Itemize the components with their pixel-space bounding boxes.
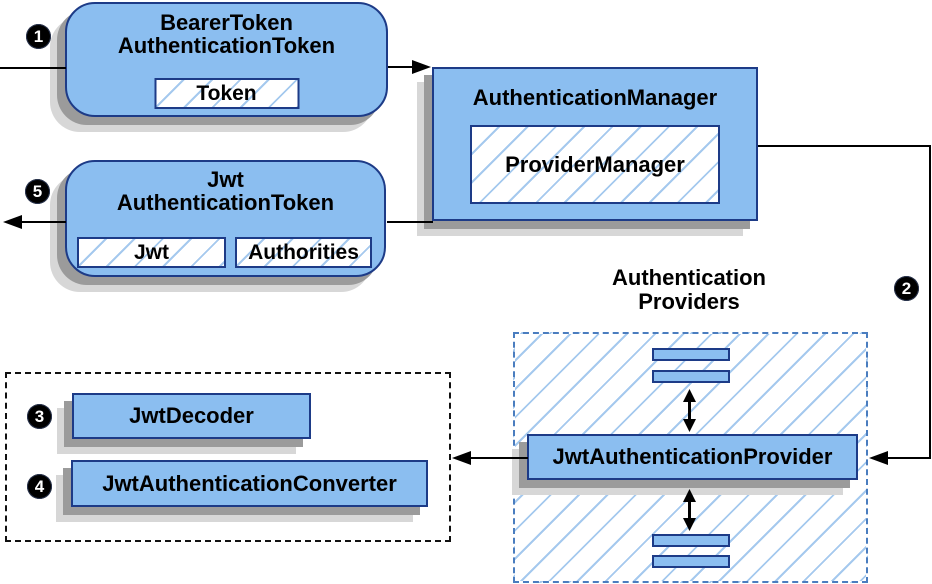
step-5-badge: 5 bbox=[25, 179, 50, 204]
authorities-field-label: Authorities bbox=[248, 240, 359, 264]
step-3-badge: 3 bbox=[27, 404, 52, 429]
step-2-badge: 2 bbox=[894, 276, 919, 301]
bearer-token-node-title: BearerToken AuthenticationToken bbox=[67, 4, 386, 57]
provider-stack-bar-bottom-1 bbox=[652, 534, 730, 547]
step-3-number: 3 bbox=[34, 406, 45, 426]
provider-stack-bar-bottom-2 bbox=[652, 555, 730, 568]
bearer-token-title-line2: AuthenticationToken bbox=[117, 33, 336, 58]
jwt-field-label: Jwt bbox=[133, 240, 169, 264]
provider-manager-field: ProviderManager bbox=[470, 125, 720, 204]
step-2-number: 2 bbox=[901, 278, 912, 298]
jwt-authentication-provider-label: JwtAuthenticationProvider bbox=[552, 444, 833, 469]
jwt-decoder-group-box: JwtDecoder JwtAuthenticationConverter bbox=[5, 372, 451, 542]
authentication-providers-label-line1: Authentication bbox=[612, 265, 766, 290]
jwt-decoder-label: JwtDecoder bbox=[129, 403, 254, 428]
jwt-token-title-line2: AuthenticationToken bbox=[116, 190, 335, 215]
authentication-providers-group-box: JwtAuthenticationProvider bbox=[513, 332, 868, 583]
authentication-providers-label: Authentication Providers bbox=[569, 266, 809, 314]
jwt-token-title-line1: Jwt bbox=[207, 167, 244, 192]
step-1-number: 1 bbox=[33, 26, 44, 46]
authentication-manager-title: AuthenticationManager bbox=[472, 85, 718, 110]
jwt-authentication-converter-node: JwtAuthenticationConverter bbox=[71, 460, 428, 507]
authentication-providers-label-line2: Providers bbox=[638, 289, 740, 314]
jwt-decoder-node: JwtDecoder bbox=[72, 393, 311, 439]
jwt-token-node-title: Jwt AuthenticationToken bbox=[67, 162, 384, 214]
provider-stack-bar-top-1 bbox=[652, 348, 730, 361]
token-field: Token bbox=[154, 78, 299, 109]
step-1-badge: 1 bbox=[26, 24, 51, 49]
jwt-authentication-token-node: Jwt AuthenticationToken Jwt Authorities bbox=[65, 160, 386, 277]
bearer-token-title-line1: BearerToken bbox=[160, 10, 293, 35]
step-4-number: 4 bbox=[34, 476, 45, 496]
authorities-field: Authorities bbox=[235, 237, 372, 268]
bearer-token-authentication-token-node: BearerToken AuthenticationToken Token bbox=[65, 2, 388, 117]
token-field-label: Token bbox=[196, 81, 257, 105]
jwt-field: Jwt bbox=[77, 237, 226, 268]
jwt-token-outgoing-arrow bbox=[3, 215, 66, 229]
bearer-to-manager-arrow bbox=[388, 60, 431, 74]
step-5-number: 5 bbox=[32, 181, 43, 201]
step-4-badge: 4 bbox=[27, 474, 52, 499]
jwt-authentication-provider-node: JwtAuthenticationProvider bbox=[527, 434, 858, 480]
provider-stack-bar-top-2 bbox=[652, 370, 730, 383]
provider-manager-label: ProviderManager bbox=[505, 151, 685, 177]
jwt-authentication-converter-label: JwtAuthenticationConverter bbox=[102, 470, 397, 496]
authentication-manager-node: AuthenticationManager ProviderManager bbox=[432, 67, 758, 221]
